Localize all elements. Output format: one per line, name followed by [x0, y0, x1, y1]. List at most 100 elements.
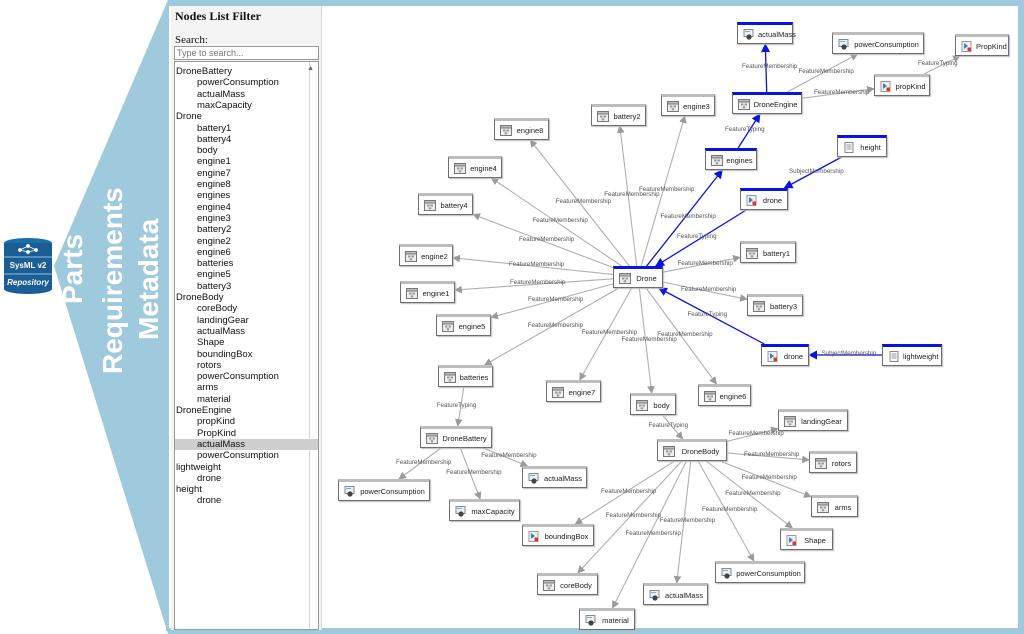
edge-featuremembership — [616, 125, 638, 267]
part-icon — [636, 399, 648, 411]
node-label: actualMass — [758, 29, 796, 39]
edge-featuretyping — [661, 414, 684, 440]
graph-node-engine5[interactable]: engine5 — [436, 314, 491, 336]
list-item-child[interactable]: batteries — [197, 258, 234, 270]
enumeration-icon — [786, 534, 797, 546]
list-item-child[interactable]: engine2 — [197, 235, 231, 247]
graph-node-engine6[interactable]: engine6 — [698, 384, 751, 406]
graph-node-powerconsumption[interactable]: powerConsumption — [715, 561, 805, 583]
list-item-child[interactable]: coreBody — [197, 303, 238, 315]
graph-node-battery4[interactable]: battery4 — [418, 193, 473, 215]
graph-node-engine8[interactable]: engine8 — [494, 118, 549, 140]
list-item-child[interactable]: Shape — [197, 337, 225, 349]
list-item-child[interactable]: maxCapacity — [197, 99, 252, 111]
graph-node-battery3[interactable]: battery3 — [747, 294, 803, 316]
list-item-child[interactable]: PropKind — [197, 427, 237, 439]
list-item-group[interactable]: lightweight — [176, 461, 221, 473]
graph-node-batteries[interactable]: batteries — [438, 365, 493, 387]
graph-node-drone[interactable]: drone — [740, 188, 788, 210]
list-item-child[interactable]: engine6 — [197, 246, 231, 258]
list-item-child[interactable]: engine4 — [197, 201, 231, 213]
list-item-child[interactable]: actualMass — [197, 325, 246, 337]
list-item-child[interactable]: actualMass — [175, 438, 318, 450]
graph-node-battery1[interactable]: battery1 — [740, 241, 796, 263]
list-item-child[interactable]: body — [197, 145, 218, 157]
list-item-child[interactable]: engine5 — [197, 269, 231, 281]
graph-node-engine7[interactable]: engine7 — [546, 380, 601, 402]
list-item-group[interactable]: height — [176, 484, 202, 496]
graph-node-landinggear[interactable]: landingGear — [778, 409, 848, 431]
panel-title: Nodes List Filter — [175, 9, 261, 23]
graph-node-material[interactable]: material — [579, 608, 635, 630]
edge-featuremembership — [482, 447, 529, 467]
graph-node-actualmass[interactable]: actualMass — [522, 466, 587, 488]
node-label: DroneEngine — [753, 99, 798, 109]
list-item-child[interactable]: battery1 — [197, 122, 232, 134]
list-item-child[interactable]: actualMass — [197, 88, 246, 100]
graph-node-engine4[interactable]: engine4 — [448, 156, 502, 178]
list-item-child[interactable]: engine7 — [197, 167, 231, 179]
graph-node-shape[interactable]: Shape — [780, 528, 833, 550]
list-item-child[interactable]: powerConsumption — [197, 77, 279, 89]
list-item-child[interactable]: powerConsumption — [197, 371, 279, 383]
graph-node-actualmass[interactable]: actualMass — [643, 583, 708, 605]
search-input[interactable] — [174, 46, 319, 60]
graph-node-body[interactable]: body — [630, 393, 676, 415]
edge-label: FeatureMembership — [702, 506, 758, 513]
graph-node-engine3[interactable]: engine3 — [661, 94, 715, 116]
list-item-child[interactable]: engine3 — [197, 212, 231, 224]
node-label: material — [602, 615, 629, 625]
edge-label: FeatureTyping — [648, 422, 689, 429]
list-item-group[interactable]: Drone — [176, 111, 202, 123]
edge-featuremembership — [662, 281, 748, 302]
list-item-child[interactable]: battery4 — [197, 133, 232, 145]
graph-node-height[interactable]: height — [837, 135, 887, 157]
scroll-up-arrow-icon[interactable]: ▲ — [307, 65, 314, 72]
list-item-child[interactable]: battery2 — [197, 224, 232, 236]
list-item-child[interactable]: rotors — [197, 359, 222, 371]
list-scrollbar[interactable] — [309, 62, 318, 629]
list-item-child[interactable]: engine8 — [197, 179, 231, 190]
part-icon — [543, 579, 555, 591]
graph-canvas[interactable]: Drone engines DroneEngine actualMass powerCo… — [330, 6, 1018, 630]
node-label: rotors — [831, 458, 852, 468]
node-label: powerConsumption — [360, 486, 425, 496]
graph-node-maxcapacity[interactable]: maxCapacity — [449, 499, 520, 521]
graph-node-corebody[interactable]: coreBody — [537, 573, 598, 595]
graph-node-dronebody[interactable]: DroneBody — [657, 439, 727, 461]
part-icon — [784, 415, 796, 427]
list-item-child[interactable]: propKind — [197, 416, 236, 428]
list-item-child[interactable]: engines — [197, 190, 231, 202]
graph-node-engines[interactable]: engines — [705, 148, 757, 170]
graph-node-powerconsumption[interactable]: powerConsumption — [338, 479, 430, 501]
graph-node-arms[interactable]: arms — [811, 495, 858, 517]
list-item-group[interactable]: DroneBattery — [176, 66, 232, 77]
list-item-child[interactable]: arms — [197, 382, 219, 394]
graph-node-powerconsumption[interactable]: powerConsumption — [832, 32, 924, 54]
edge-label: FeatureMembership — [741, 473, 797, 481]
list-item-group[interactable]: DroneEngine — [176, 405, 232, 416]
graph-node-lightweight[interactable]: lightweight — [882, 344, 942, 366]
graph-node-engine2[interactable]: engine2 — [399, 244, 453, 266]
list-item-group[interactable]: DroneBody — [176, 292, 224, 303]
graph-node-boundingbox[interactable]: boundingBox — [522, 524, 594, 546]
list-item-child[interactable]: battery3 — [197, 280, 232, 292]
graph-node-drone[interactable]: drone — [761, 344, 809, 366]
list-item-child[interactable]: engine1 — [197, 156, 231, 168]
graph-node-droneengine[interactable]: DroneEngine — [732, 92, 802, 114]
graph-node-engine1[interactable]: engine1 — [400, 281, 455, 303]
list-item-child[interactable]: landingGear — [197, 314, 249, 326]
graph-node-rotors[interactable]: rotors — [809, 451, 857, 473]
list-item-child[interactable]: boundingBox — [197, 348, 253, 360]
graph-node-battery2[interactable]: battery2 — [591, 104, 646, 126]
graph-node-propkind[interactable]: propKind — [874, 74, 930, 96]
graph-node-dronebattery[interactable]: DroneBattery — [420, 426, 492, 448]
graph-node-actualmass[interactable]: actualMass — [737, 22, 796, 44]
graph-node-propkind[interactable]: PropKind — [955, 34, 1009, 56]
list-item-child[interactable]: material — [197, 393, 231, 405]
edge-featuremembership — [801, 85, 875, 99]
list-item-child[interactable]: drone — [197, 472, 222, 484]
graph-node-drone[interactable]: Drone — [613, 266, 663, 288]
list-item-child[interactable]: powerConsumption — [197, 450, 279, 462]
list-item-child[interactable]: drone — [197, 495, 222, 507]
